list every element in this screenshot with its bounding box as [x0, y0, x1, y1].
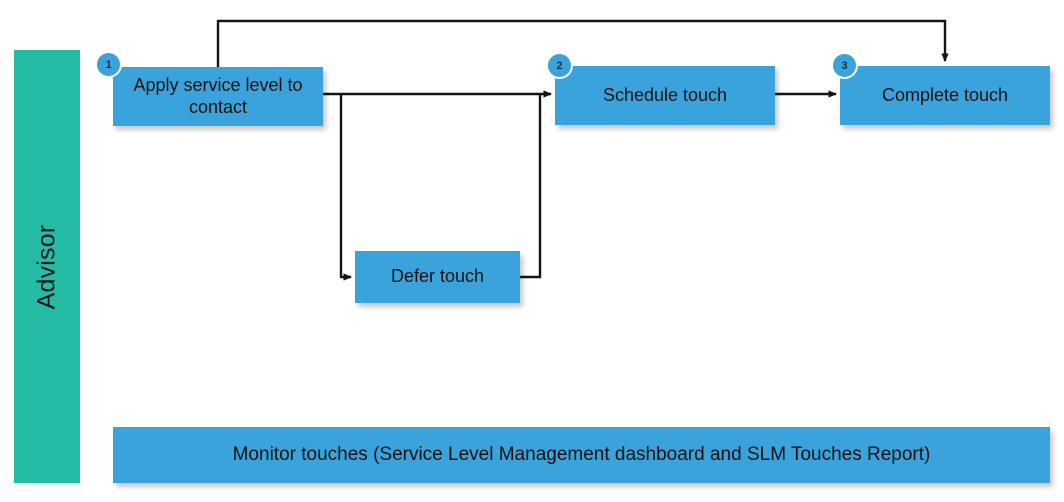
step-badge-number: 1	[105, 58, 112, 71]
step-badge-number: 2	[556, 59, 563, 72]
process-box-complete-touch[interactable]: Complete touch	[840, 66, 1050, 125]
process-box-schedule-touch[interactable]: Schedule touch	[555, 66, 775, 125]
process-box-label: Schedule touch	[602, 84, 728, 105]
step-badge-3: 3	[831, 52, 858, 79]
process-box-label: Monitor touches (Service Level Managemen…	[232, 443, 931, 465]
connector-defer-to-schedule	[520, 94, 542, 279]
swimlane-label: Advisor	[32, 224, 61, 309]
connector-apply-to-defer	[339, 94, 352, 281]
process-box-monitor-touches[interactable]: Monitor touches (Service Level Managemen…	[113, 427, 1050, 483]
swimlane-advisor: Advisor	[14, 50, 80, 483]
process-box-defer-touch[interactable]: Defer touch	[355, 251, 520, 303]
process-box-label: Defer touch	[390, 266, 485, 287]
process-box-label: Complete touch	[881, 84, 1009, 105]
process-box-apply-service-level[interactable]: Apply service level to contact	[113, 67, 323, 126]
step-badge-number: 3	[841, 59, 848, 72]
process-box-label: Apply service level to contact	[133, 75, 303, 117]
step-badge-1: 1	[95, 51, 122, 78]
step-badge-2: 2	[546, 52, 573, 79]
